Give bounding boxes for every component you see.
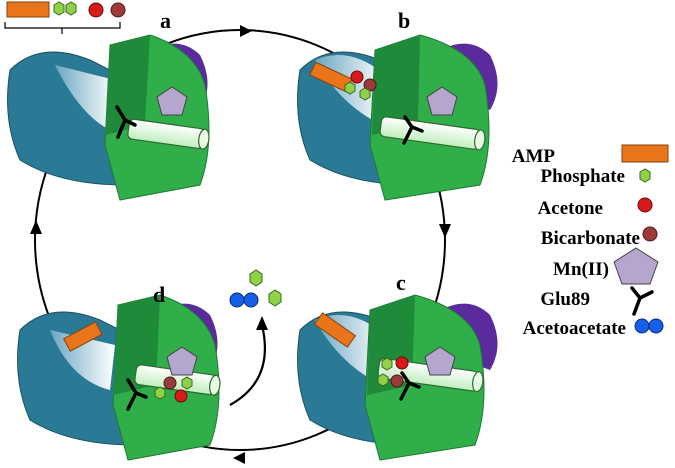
enzyme-panel-a — [7, 34, 210, 201]
enzyme-panel-b — [297, 34, 498, 201]
acetone-shape — [88, 2, 104, 18]
green-domain-shade — [372, 35, 420, 135]
legend-acetone-symbol — [637, 197, 653, 213]
bicarbonate-shape — [390, 374, 404, 388]
enzyme-panel-c — [297, 294, 498, 461]
phosphate-shape — [359, 87, 371, 101]
acetone-shape — [395, 356, 409, 370]
enzyme-panel-d — [17, 294, 221, 461]
cycle-arrow-right — [439, 224, 451, 238]
legend-label-glu89: Glu89 — [540, 289, 590, 310]
helix-end — [209, 374, 221, 396]
substrate-bracket — [4, 1, 126, 34]
panel-label-a: a — [160, 8, 171, 33]
phosphate-shape — [154, 386, 166, 400]
helix-end — [198, 128, 210, 150]
mn-ion — [166, 346, 198, 376]
cycle-arrow-left — [30, 220, 42, 234]
released-acetoacetate — [243, 292, 259, 308]
legend-bicarbonate-symbol — [642, 226, 658, 242]
glu89-residue — [399, 371, 421, 401]
released-acetoacetate — [229, 292, 245, 308]
panel-label-b: b — [398, 8, 410, 33]
panel-label-c: c — [396, 270, 406, 295]
substrate-pocket — [55, 65, 115, 130]
glu89-residue — [115, 105, 137, 139]
mn-ion — [424, 346, 456, 376]
phosphate-shape — [53, 1, 65, 16]
legend-label-phosphate: Phosphate — [541, 166, 625, 187]
amp-shape — [63, 321, 103, 352]
released-phosphate — [249, 269, 263, 287]
legend: AMP Phosphate Acetone Bicarbonate Mn(II)… — [512, 144, 669, 339]
phosphate-shape — [381, 357, 393, 371]
mn-ion — [426, 86, 458, 116]
amp-shape — [6, 1, 50, 18]
panel-label-d: d — [153, 282, 165, 307]
released-phosphate — [268, 289, 282, 307]
helix-end — [474, 129, 486, 151]
legend-label-amp: AMP — [512, 146, 556, 167]
green-domain-shade — [105, 35, 150, 135]
bicarbonate-shape — [110, 2, 126, 18]
phosphate-shape — [344, 81, 356, 95]
legend-label-acetone: Acetone — [538, 198, 603, 219]
glu89-residue — [402, 115, 424, 145]
bracket-line — [4, 22, 121, 34]
legend-label-mn: Mn(II) — [553, 259, 609, 280]
substrate-pocket — [50, 330, 115, 390]
release-arrow — [229, 324, 266, 406]
mn-ion — [156, 86, 188, 116]
glu89-residue — [126, 378, 148, 411]
legend-acetoacetate-symbol — [648, 318, 664, 334]
amp-shape — [313, 312, 357, 348]
phosphate-shape — [181, 376, 193, 390]
acetone-shape — [174, 389, 188, 403]
legend-acetoacetate-symbol — [634, 318, 650, 334]
legend-amp-symbol — [621, 144, 669, 163]
legend-label-bicarbonate: Bicarbonate — [541, 228, 640, 249]
bicarbonate-shape — [163, 376, 177, 390]
release-arrowhead — [256, 316, 268, 330]
cycle-arrow-top — [240, 25, 252, 37]
phosphate-shape — [65, 1, 77, 16]
legend-phosphate-symbol — [639, 168, 651, 183]
legend-mn-symbol — [613, 247, 659, 285]
cycle-arrow-bottom — [233, 452, 245, 464]
legend-label-acetoacetate: Acetoacetate — [523, 318, 626, 339]
helix-end — [472, 371, 484, 393]
legend-glu89-symbol — [630, 286, 654, 316]
phosphate-shape — [377, 373, 389, 387]
acetone-shape — [350, 70, 364, 84]
